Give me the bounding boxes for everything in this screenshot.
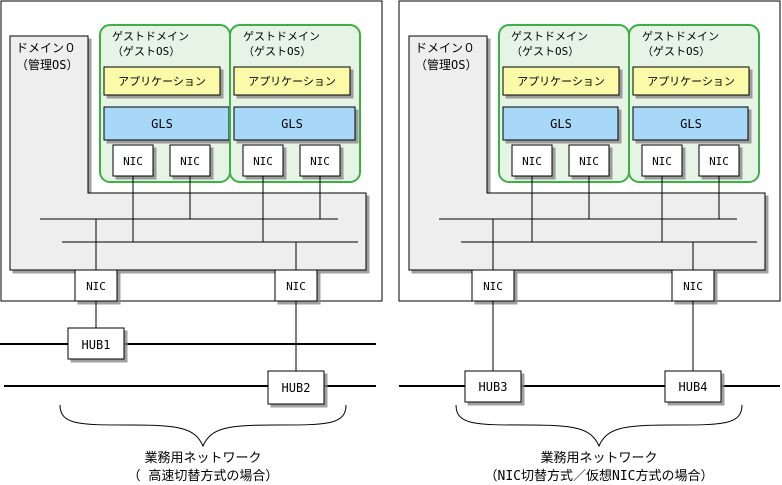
virtual-nic-label: NIC (310, 155, 330, 168)
guest-title: ゲストドメイン (243, 30, 320, 43)
application-label: アプリケーション (248, 75, 336, 88)
virtual-nic-box (641, 144, 683, 177)
gls-label: GLS (281, 117, 303, 131)
gls-box (632, 106, 749, 141)
guest-title: ゲストドメイン (511, 30, 588, 43)
virtual-nic-label: NIC (522, 155, 542, 168)
hub3-box (464, 370, 522, 403)
gls-label: GLS (550, 117, 572, 131)
hub4-box (664, 370, 722, 403)
right-guest-domain-2: ゲストドメイン （ゲストOS） アプリケーション GLS NIC NIC (628, 24, 760, 183)
guest-subtitle: （ゲストOS） (511, 45, 579, 58)
left-dom0-box (9, 35, 367, 271)
virtual-nic-label: NIC (123, 155, 143, 168)
virtual-nic-label: NIC (579, 155, 599, 168)
physical-nic-label: NIC (86, 280, 106, 293)
gls-box (233, 106, 356, 141)
left-caption-1: 業務用ネットワーク (144, 450, 261, 466)
guest-title: ゲストドメイン (642, 30, 719, 43)
application-label: アプリケーション (517, 75, 605, 88)
right-guest-domain-1: ゲストドメイン （ゲストOS） アプリケーション GLS NIC NIC (498, 24, 630, 183)
guest-title: ゲストドメイン (112, 30, 189, 43)
right-dom0-box (408, 35, 766, 271)
left-guest-domain-1: ゲストドメイン （ゲストOS） アプリケーション GLS NIC NIC (99, 24, 231, 183)
left-diagram: ドメイン０ （管理OS） ゲストドメイン （ゲストOS） アプリケーション GL… (0, 0, 383, 484)
gls-box (502, 106, 619, 141)
virtual-nic-box (242, 144, 284, 177)
physical-nic-label: NIC (683, 280, 703, 293)
right-diagram: ドメイン０ （管理OS） ゲストドメイン （ゲストOS） アプリケーション GL… (398, 0, 781, 484)
right-dom0-sub: （管理OS） (415, 57, 477, 72)
application-box (632, 66, 750, 96)
virtual-nic-label: NIC (180, 155, 200, 168)
right-dom0-label: ドメイン０ (415, 41, 475, 55)
guest-subtitle: （ゲストOS） (642, 45, 710, 58)
physical-nic-label: NIC (286, 280, 306, 293)
virtual-nic-label: NIC (652, 155, 672, 168)
gls-label: GLS (680, 117, 702, 131)
virtual-nic-label: NIC (709, 155, 729, 168)
hub4-label: HUB4 (679, 380, 708, 394)
physical-nic-box (74, 269, 118, 302)
application-label: アプリケーション (118, 75, 206, 88)
guest-subtitle: （ゲストOS） (243, 45, 311, 58)
application-box (233, 66, 351, 96)
right-virtual-bridges (439, 176, 757, 270)
left-caption-2: （ 高速切替方式の場合） (128, 468, 279, 484)
left-dom0-label: ドメイン０ (16, 41, 76, 55)
hub1-label: HUB1 (82, 338, 111, 352)
hub1-box (67, 327, 125, 360)
left-guest-domain-2: ゲストドメイン （ゲストOS） アプリケーション GLS NIC NIC (229, 24, 361, 183)
physical-nic-label: NIC (483, 280, 503, 293)
left-virtual-bridges (40, 176, 358, 270)
physical-nic-box (471, 269, 515, 302)
gls-label: GLS (151, 117, 173, 131)
left-brace (59, 404, 347, 448)
guest-subtitle: （ゲストOS） (112, 45, 180, 58)
gls-box (103, 106, 230, 141)
hub3-label: HUB3 (479, 380, 508, 394)
right-caption-2: （NIC切替方式／仮想NIC方式の場合） (485, 468, 714, 484)
hub2-box (267, 370, 325, 405)
application-label: アプリケーション (647, 75, 735, 88)
virtual-nic-label: NIC (253, 155, 273, 168)
hub2-label: HUB2 (282, 381, 311, 395)
right-caption-1: 業務用ネットワーク (540, 450, 657, 466)
right-brace (455, 404, 743, 448)
left-dom0-sub: （管理OS） (16, 57, 78, 72)
physical-nic-box (671, 269, 715, 302)
application-box (502, 66, 620, 96)
application-box (103, 66, 221, 96)
